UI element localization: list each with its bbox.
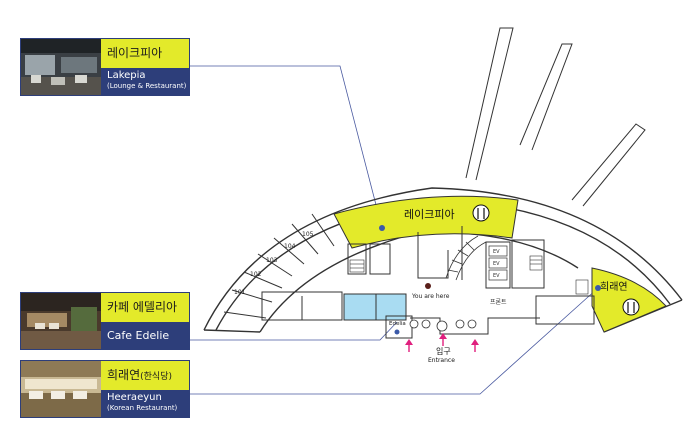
entrance-arrow-icon <box>405 339 413 352</box>
front-desk-label: 프론트 <box>490 299 507 306</box>
room-number: 105 <box>302 231 314 238</box>
lakepia-callout-en: Lakepia (Lounge & Restaurant) <box>101 68 189 95</box>
lakepia-callout: 레이크피아 Lakepia (Lounge & Restaurant) <box>20 38 190 96</box>
heeraeyun-callout-en-sub: (Korean Restaurant) <box>107 404 178 412</box>
entrance-arrow-icon <box>439 333 447 346</box>
lakepia-map-label: 레이크피아 <box>404 208 455 221</box>
edelie-photo <box>21 293 101 349</box>
heeraeyun-callout-en-title: Heeraeyun <box>107 392 162 403</box>
corridor-a <box>465 27 514 181</box>
lakepia-zone <box>333 195 519 249</box>
edelia-label: Edelia <box>389 321 406 327</box>
entrance-doors <box>409 319 477 332</box>
edelie-callout-ko: 카페 에델리아 <box>101 293 189 322</box>
heeraeyun-marker <box>595 285 601 291</box>
entrance-ko-label: 입구 <box>436 347 451 356</box>
ev-label: EV <box>493 273 500 279</box>
lakepia-marker <box>379 225 385 231</box>
edelie-callout: 카페 에델리아 Cafe Edelie <box>20 292 190 350</box>
edelie-callout-en-title: Cafe Edelie <box>107 329 170 342</box>
lakepia-callout-en-title: Lakepia <box>107 70 146 81</box>
heeraeyun-callout: 희래연(한식당) Heeraeyun (Korean Restaurant) <box>20 360 190 418</box>
lakepia-callout-en-sub: (Lounge & Restaurant) <box>107 82 187 90</box>
building-outer-arc <box>203 187 683 331</box>
ev-label: EV <box>493 249 500 255</box>
heeraeyun-callout-ko-name: 희래연 <box>107 368 141 382</box>
edelie-callout-en: Cafe Edelie <box>101 322 189 349</box>
heeraeyun-callout-en: Heeraeyun (Korean Restaurant) <box>101 390 189 417</box>
lakepia-leader-line <box>189 65 383 229</box>
lakepia-callout-ko: 레이크피아 <box>101 39 189 68</box>
you-are-here-marker <box>425 283 431 289</box>
heeraeyun-photo <box>21 361 101 417</box>
fork-knife-icon <box>472 204 490 222</box>
room-number: 104 <box>284 243 296 250</box>
lakepia-photo <box>21 39 101 95</box>
heeraeyun-callout-ko-paren: (한식당) <box>140 372 172 382</box>
entrance-en-label: Entrance <box>428 357 455 364</box>
heeraeyun-map-label: 희래연 <box>600 281 628 293</box>
heeraeyun-leader-line <box>189 287 599 395</box>
corridor-c <box>571 123 646 207</box>
fork-knife-icon <box>622 298 640 316</box>
room-number: 101 <box>234 289 246 296</box>
you-are-here-label: You are here <box>411 293 450 300</box>
edelie-leader-line <box>189 321 398 341</box>
staircase <box>445 235 487 281</box>
room-number: 103 <box>266 257 278 264</box>
corridor-b <box>519 43 573 151</box>
edelia-marker <box>394 329 400 335</box>
ev-label: EV <box>493 261 500 267</box>
heeraeyun-callout-ko: 희래연(한식당) <box>101 361 189 390</box>
room-number: 102 <box>250 271 262 278</box>
building-wall-arc <box>259 231 579 333</box>
entrance-arrow-icon <box>471 339 479 352</box>
